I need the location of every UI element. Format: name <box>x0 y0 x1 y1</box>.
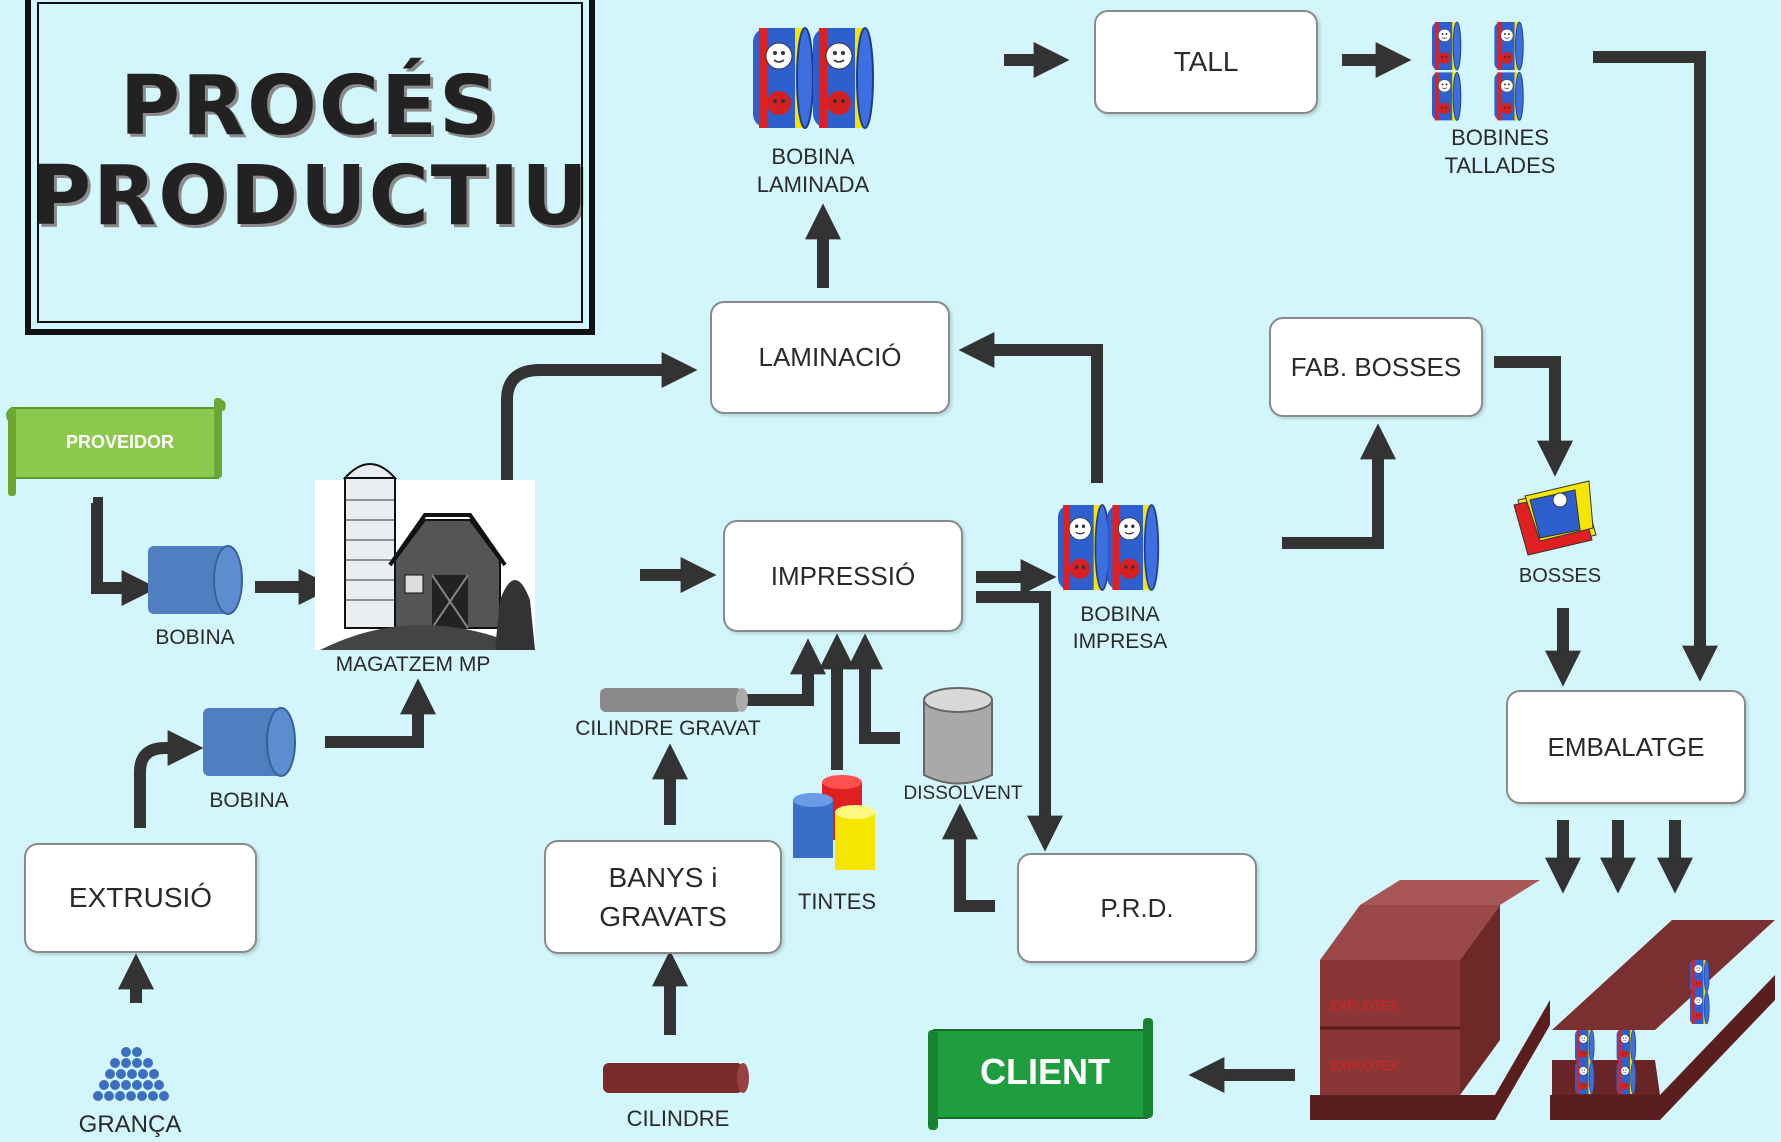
arrow-impresa-to-fabbosses <box>1282 423 1396 549</box>
bobina-impresa-line-1: BOBINA <box>1080 603 1160 626</box>
arrow-fabbosses-to-bosses <box>1494 356 1573 477</box>
process-impressio: IMPRESSIÓ <box>723 520 963 632</box>
process-embalatge: EMBALATGE <box>1506 690 1746 804</box>
bobina-impresa-icon <box>1058 505 1158 590</box>
process-banys-gravats: BANYS i GRAVATS <box>544 840 782 954</box>
bobines-tallades-line-1: BOBINES <box>1451 125 1549 150</box>
title-frame: PROCÉS PRODUCTIU <box>25 0 595 335</box>
cilindre-gravat-label: CILINDRE GRAVAT <box>575 717 761 740</box>
bobina-impresa-label: BOBINA IMPRESA <box>1045 602 1195 656</box>
bobina-icon-1 <box>148 545 243 615</box>
proveidor-label: PROVEIDOR <box>66 432 174 452</box>
bobina-laminada-icon <box>753 28 873 128</box>
banys-line-2: GRAVATS <box>599 901 727 932</box>
granca-label: GRANÇA <box>78 1111 182 1138</box>
client-label: CLIENT <box>980 1051 1110 1092</box>
cilindre-icon <box>603 1063 749 1093</box>
arrow-magatzem-to-laminacio <box>501 352 698 495</box>
bobina-laminada-label: BOBINA LAMINADA <box>733 143 893 199</box>
box-stamp-2: EXPLOTEX <box>1330 1058 1399 1073</box>
bobines-tallades-line-2: TALLADES <box>1444 153 1556 179</box>
tintes-icon <box>793 775 875 870</box>
arrow-bobina2-to-magatzem <box>325 678 436 748</box>
process-tall: TALL <box>1094 10 1318 114</box>
arrow-tallades-to-embalatge <box>1593 51 1718 682</box>
bobina-laminada-line-2: LAMINADA <box>756 172 870 198</box>
dissolvent-icon <box>923 687 993 785</box>
cilindre-gravat-icon <box>600 688 748 712</box>
bosses-icon <box>1513 480 1597 556</box>
client-scroll: CLIENT <box>928 1018 1153 1130</box>
arrow-impressio-to-prd <box>976 591 1063 852</box>
bobines-tallades-icon <box>1432 22 1523 120</box>
bobina-label-1: BOBINA <box>155 626 235 649</box>
box-stamp-1: EXPLOTEX <box>1330 998 1399 1013</box>
bobina-impresa-line-2: IMPRESA <box>1072 629 1168 653</box>
banys-line-1: BANYS i <box>608 861 718 893</box>
tintes-label: TINTES <box>797 889 877 914</box>
process-extrusio: EXTRUSIÓ <box>24 843 257 953</box>
arrow-proveidor-to-bobina <box>91 497 158 606</box>
dissolvent-label: DISSOLVENT <box>903 783 1023 804</box>
arrow-impresa-to-laminacio <box>958 332 1103 483</box>
bobines-tallades-label: BOBINES TALLADES <box>1420 124 1580 180</box>
arrow-dissolvent-to-impressio <box>847 633 900 744</box>
arrow-prd-to-dissolvent <box>942 803 995 912</box>
process-fab-bosses: FAB. BOSSES <box>1269 317 1483 417</box>
boxes-pallet-illustration: EXPLOTEX EXPLOTEX <box>1310 880 1550 1120</box>
cilindre-label: CILINDRE <box>626 1106 730 1131</box>
magatzem-label: MAGATZEM MP <box>335 653 491 676</box>
process-laminacio: LAMINACIÓ <box>710 301 950 414</box>
magatzem-illustration <box>315 463 535 650</box>
proveidor-scroll: PROVEIDOR <box>6 398 226 496</box>
process-prd: P.R.D. <box>1017 853 1257 963</box>
arrow-gravat-to-impressio <box>745 638 826 706</box>
bobina-icon-2 <box>203 707 296 777</box>
bosses-label: BOSSES <box>1518 565 1602 587</box>
bobina-laminada-line-1: BOBINA <box>771 144 855 169</box>
arrow-extrusio-to-bobina <box>134 730 204 828</box>
granca-icon <box>93 1047 169 1101</box>
rolls-pallet-illustration <box>1550 920 1775 1120</box>
bobina-label-2: BOBINA <box>209 789 289 812</box>
